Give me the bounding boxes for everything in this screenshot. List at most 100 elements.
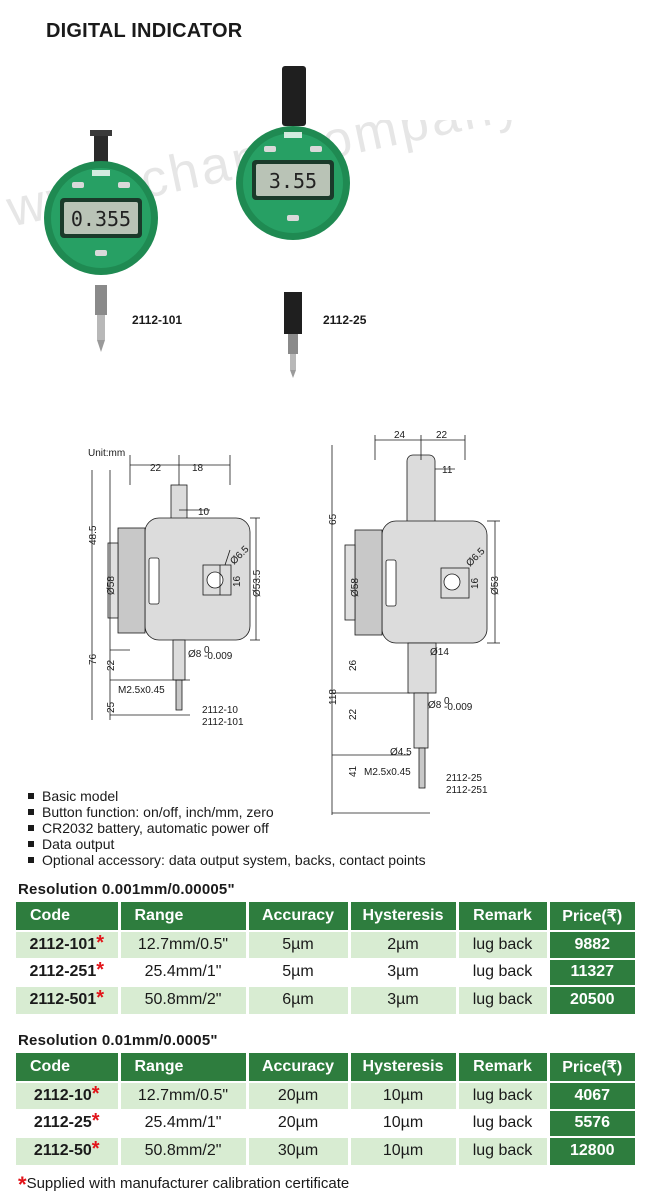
col-header-price: Price(₹) <box>548 1053 635 1082</box>
dim-left-d58: Ø58 <box>106 576 117 595</box>
cell-price: 5576 <box>548 1108 635 1137</box>
dim-right-d4-5: Ø4.5 <box>390 747 412 758</box>
cell-remark: lug back <box>457 1081 550 1110</box>
dim-left-22b: 22 <box>106 659 117 671</box>
cell-hysteresis: 3µm <box>349 957 459 986</box>
cell-range: 50.8mm/2" <box>119 985 249 1014</box>
col-header-remark: Remark <box>457 902 550 931</box>
table-header-row: Code Range Accuracy Hysteresis Remark Pr… <box>16 1053 635 1082</box>
dim-right-d8: Ø8 <box>428 700 442 711</box>
cell-range: 12.7mm/0.5" <box>119 930 249 959</box>
cell-remark: lug back <box>457 985 550 1014</box>
display-2112-101: 0.355 <box>71 207 131 231</box>
col-header-hysteresis: Hysteresis <box>349 1053 459 1082</box>
col-header-remark: Remark <box>457 1053 550 1082</box>
cell-price: 12800 <box>548 1136 635 1165</box>
feature-item: Basic model <box>28 788 426 804</box>
cell-price: 11327 <box>548 957 635 986</box>
dim-right-118: 118 <box>328 689 339 705</box>
table-row: 2112-10* 12.7mm/0.5" 20µm 10µm lug back … <box>16 1081 635 1110</box>
cell-hysteresis: 10µm <box>349 1108 459 1137</box>
technical-drawings: Unit:mm 22 18 10 48.5 Ø58 Ø6.5 16 Ø53.5 … <box>88 430 501 815</box>
col-header-accuracy: Accuracy <box>247 902 351 931</box>
bullet-icon <box>28 857 34 863</box>
drawing-right-model-2: 2112-251 <box>446 785 488 796</box>
bullet-icon <box>28 809 34 815</box>
table-row: 2112-25* 25.4mm/1" 20µm 10µm lug back 55… <box>16 1108 635 1137</box>
feature-item: Data output <box>28 836 426 852</box>
photo-label-2112-25: 2112-25 <box>323 313 367 327</box>
asterisk-icon: * <box>18 1172 27 1197</box>
col-header-code: Code <box>16 902 121 931</box>
drawing-right-model-1: 2112-25 <box>446 773 482 784</box>
dim-left-25: 25 <box>106 701 117 713</box>
dim-left-48-5: 48.5 <box>88 525 99 545</box>
table-row: 2112-251* 25.4mm/1" 5µm 3µm lug back 113… <box>16 957 635 986</box>
cell-range: 12.7mm/0.5" <box>119 1081 249 1110</box>
dim-right-24: 24 <box>394 430 406 441</box>
display-2112-25: 3.55 <box>269 169 317 193</box>
asterisk-icon: * <box>91 1082 100 1105</box>
cell-hysteresis: 10µm <box>349 1081 459 1110</box>
table-header-row: Code Range Accuracy Hysteresis Remark Pr… <box>16 902 635 931</box>
dim-right-thread: M2.5x0.45 <box>364 767 411 778</box>
unit-label: Unit:mm <box>88 448 125 459</box>
cell-hysteresis: 3µm <box>349 985 459 1014</box>
cell-code: 2112-501* <box>16 985 121 1014</box>
table-2-title: Resolution 0.01mm/0.0005" <box>18 1032 218 1049</box>
col-header-code: Code <box>16 1053 121 1082</box>
spec-table-1: Code Range Accuracy Hysteresis Remark Pr… <box>16 902 635 1014</box>
dim-left-16: 16 <box>232 575 243 587</box>
col-header-range: Range <box>119 1053 249 1082</box>
table-row: 2112-101* 12.7mm/0.5" 5µm 2µm lug back 9… <box>16 930 635 959</box>
footnote-text: Supplied with manufacturer calibration c… <box>26 1175 350 1192</box>
dim-right-41: 41 <box>348 765 359 777</box>
cell-code: 2112-10* <box>16 1081 121 1110</box>
col-header-price: Price(₹) <box>548 902 635 931</box>
drawing-left-model-1: 2112-10 <box>202 705 238 716</box>
col-header-hysteresis: Hysteresis <box>349 902 459 931</box>
bullet-icon <box>28 793 34 799</box>
cell-accuracy: 5µm <box>247 957 351 986</box>
spec-table-2: Code Range Accuracy Hysteresis Remark Pr… <box>16 1053 635 1165</box>
dim-left-d53-5: Ø53.5 <box>252 569 263 597</box>
dim-left-10: 10 <box>198 507 210 518</box>
dim-right-d53: Ø53 <box>490 576 501 595</box>
cell-accuracy: 6µm <box>247 985 351 1014</box>
dim-right-16: 16 <box>470 577 481 589</box>
dim-left-d8: Ø8 <box>188 649 202 660</box>
cell-code: 2112-251* <box>16 957 121 986</box>
bullet-icon <box>28 841 34 847</box>
cell-price: 9882 <box>548 930 635 959</box>
dim-right-d8-upper: 0 <box>444 696 450 707</box>
cell-range: 50.8mm/2" <box>119 1136 249 1165</box>
product-photos: 0.355 3.55 2112-101 2112-25 <box>0 60 655 390</box>
dim-right-11: 11 <box>442 465 453 476</box>
cell-code: 2112-25* <box>16 1108 121 1137</box>
cell-remark: lug back <box>457 1108 550 1137</box>
cell-range: 25.4mm/1" <box>119 957 249 986</box>
asterisk-icon: * <box>91 1138 100 1161</box>
indicator-2112-25-image: 3.55 <box>236 66 350 378</box>
dim-right-d8-lower: -0.009 <box>444 702 473 713</box>
feature-item: CR2032 battery, automatic power off <box>28 820 426 836</box>
cell-remark: lug back <box>457 1136 550 1165</box>
cell-remark: lug back <box>457 957 550 986</box>
dim-left-76: 76 <box>88 653 99 665</box>
dim-left-22: 22 <box>150 463 162 474</box>
dim-left-18: 18 <box>192 463 204 474</box>
dim-left-d8-lower: -0.009 <box>204 651 233 662</box>
cell-remark: lug back <box>457 930 550 959</box>
dim-right-65: 65 <box>328 513 339 525</box>
cell-accuracy: 30µm <box>247 1136 351 1165</box>
indicator-2112-101-image: 0.355 <box>44 130 158 352</box>
cell-code: 2112-50* <box>16 1136 121 1165</box>
bullet-icon <box>28 825 34 831</box>
dim-left-thread: M2.5x0.45 <box>118 685 165 696</box>
table-1-title: Resolution 0.001mm/0.00005" <box>18 881 235 898</box>
indicator-illustrations: 0.355 3.55 <box>44 66 350 378</box>
col-header-range: Range <box>119 902 249 931</box>
asterisk-icon: * <box>91 1110 100 1133</box>
table-row: 2112-50* 50.8mm/2" 30µm 10µm lug back 12… <box>16 1136 635 1165</box>
dim-right-d58: Ø58 <box>350 578 361 597</box>
